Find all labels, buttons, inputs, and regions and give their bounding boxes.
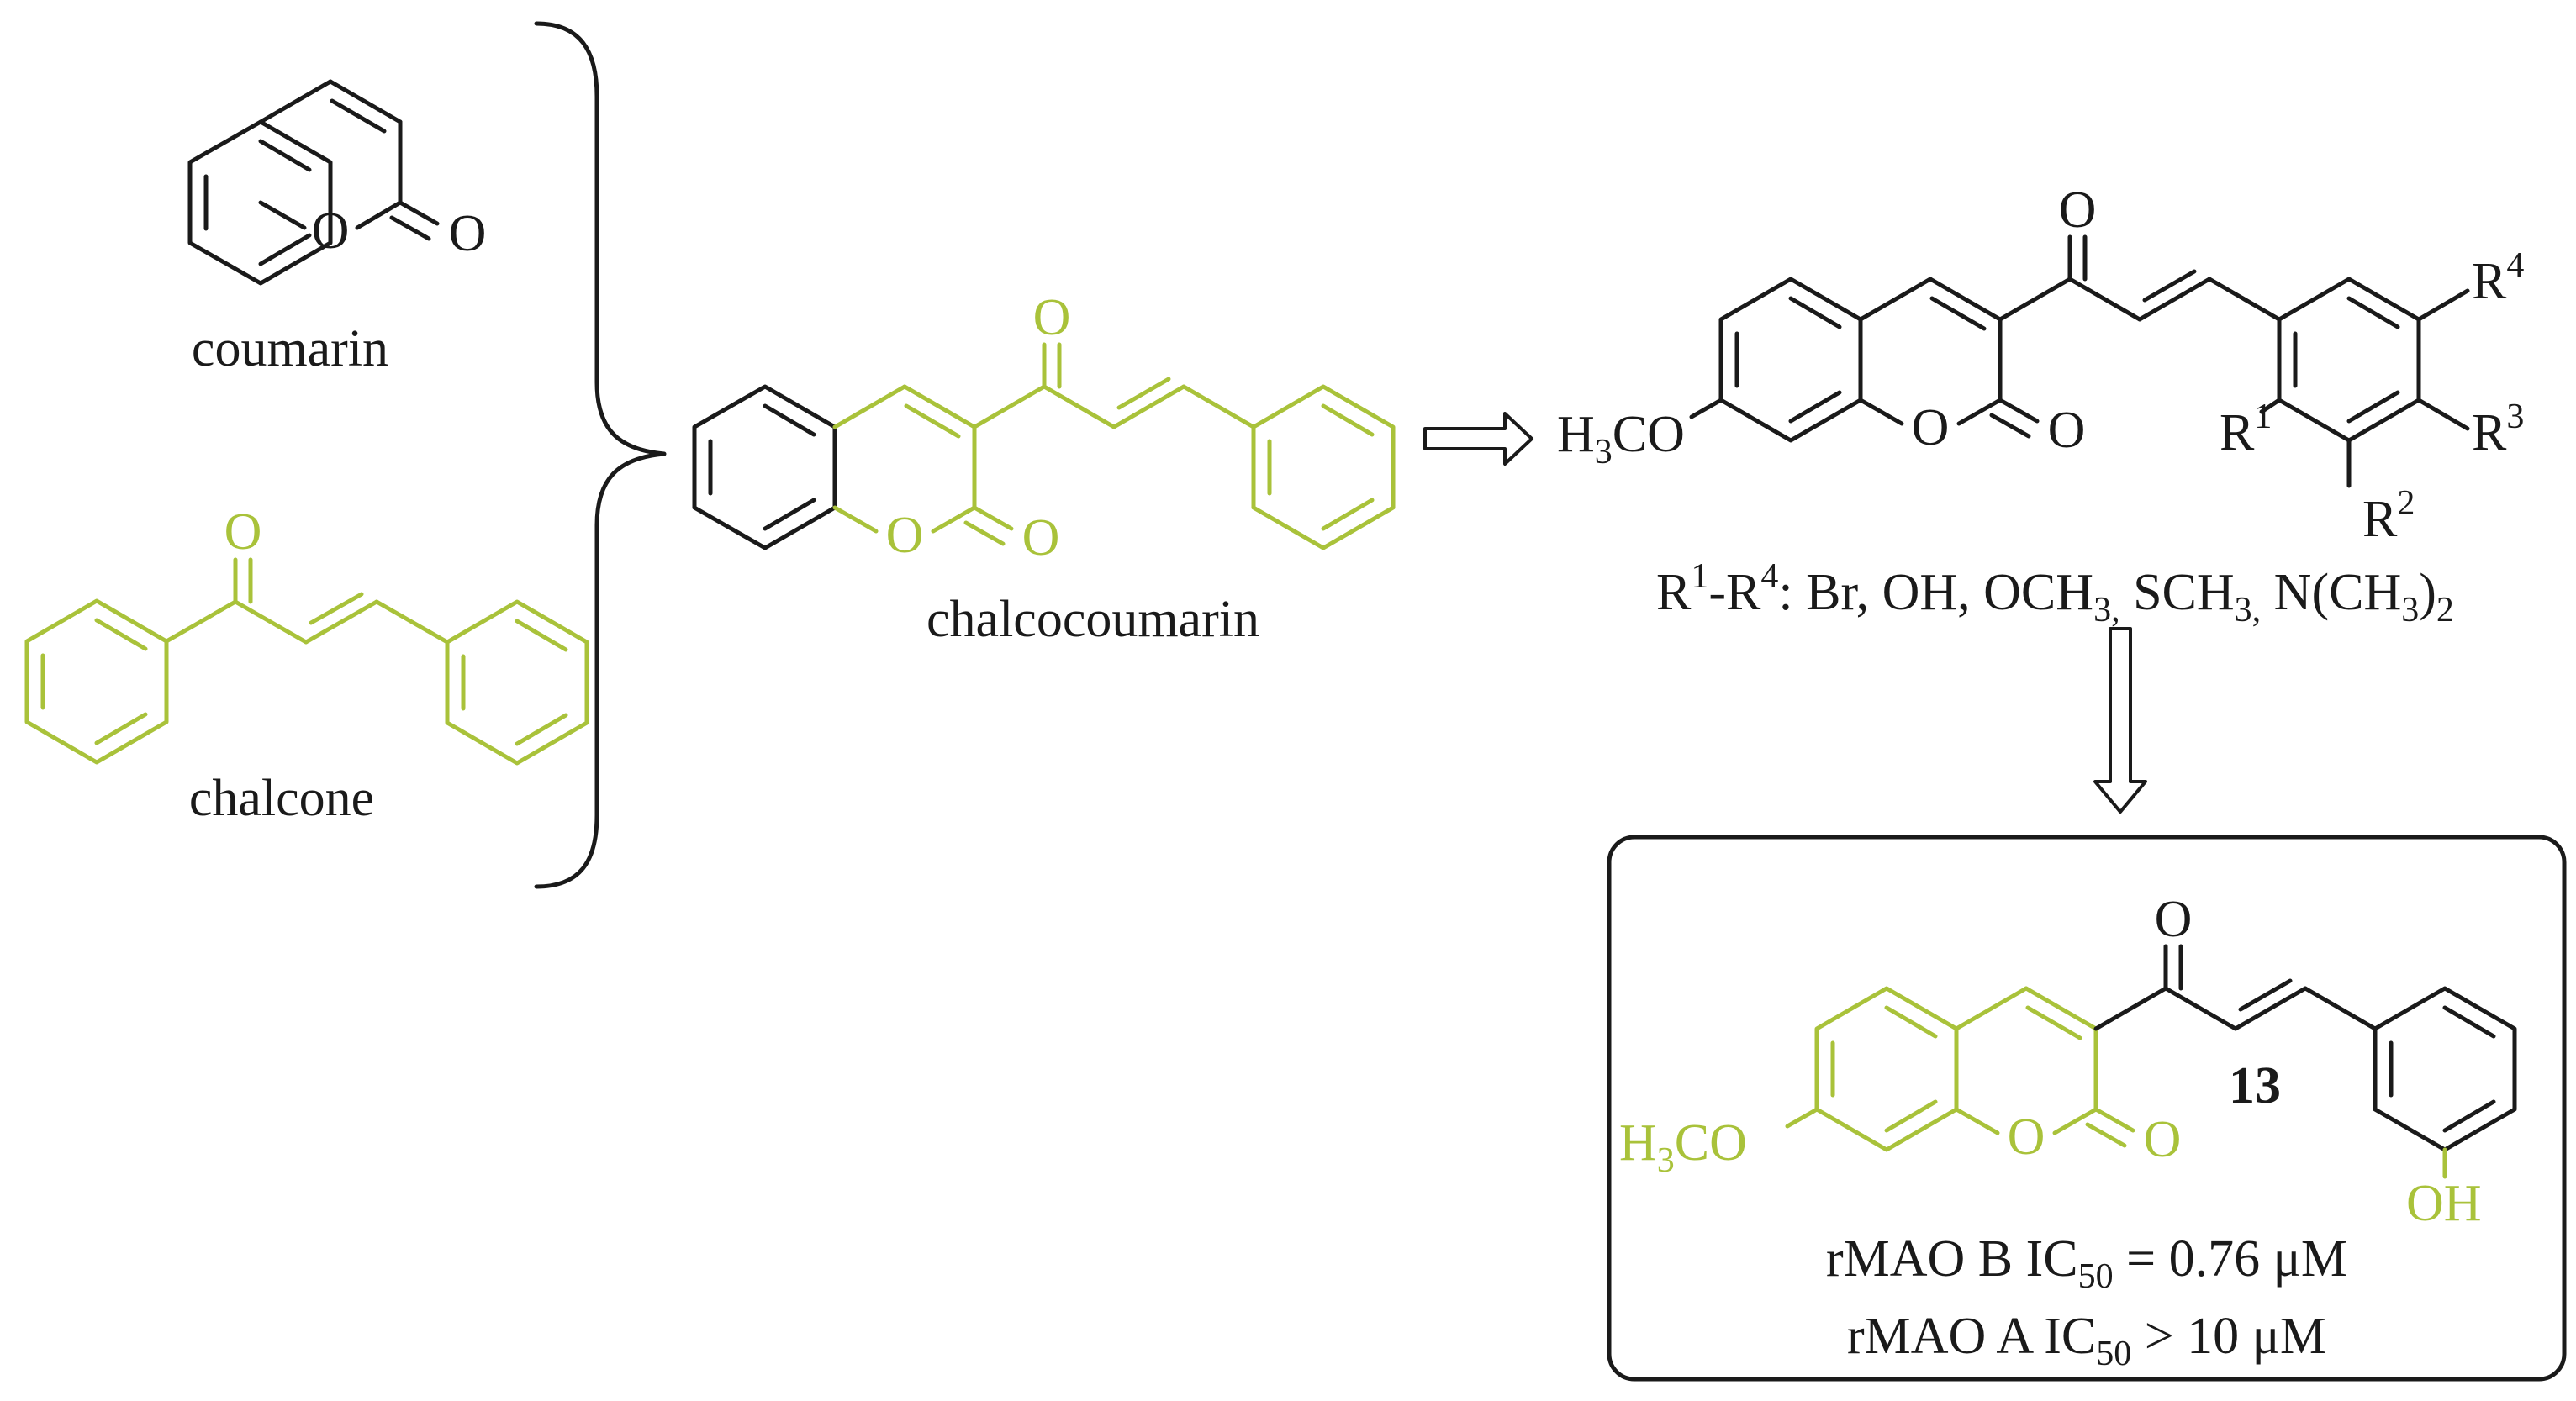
chalcocoumarin-structure: [692, 342, 1396, 550]
generic-lactone-oxygen: O: [2048, 402, 2086, 459]
compound-13-ketone-oxygen: O: [2155, 891, 2193, 948]
generic-series-structure: [1689, 234, 2470, 488]
generic-ketone-oxygen: O: [2059, 182, 2097, 239]
compound-13-number: 13: [2229, 1057, 2281, 1114]
chalcone-name: chalcone: [189, 770, 374, 827]
chalcocoumarin-lactone-oxygen: O: [1022, 509, 1060, 566]
mao-a-activity: rMAO A IC50 > 10 μM: [1847, 1308, 2326, 1373]
chalcocoumarin-name: chalcocoumarin: [926, 591, 1259, 648]
r3-label: R3: [2472, 398, 2524, 461]
coumarin-ring-oxygen: O: [312, 203, 350, 260]
chalcone-carbonyl-oxygen: O: [224, 503, 262, 561]
compound-13-methoxy-label: H3CO: [1619, 1114, 1747, 1180]
selection-arrow-down: [2093, 627, 2147, 814]
compound-13-hydroxyl-label: OH: [2406, 1175, 2482, 1232]
coumarin-structure: [187, 79, 440, 286]
r2-label: R2: [2362, 484, 2415, 548]
generic-ring-oxygen: O: [1912, 399, 1950, 456]
mao-b-activity: rMAO B IC50 = 0.76 μM: [1826, 1230, 2347, 1296]
substituent-list: R1-R4: Br, OH, OCH3, SCH3, N(CH3)2: [1656, 557, 2454, 629]
chalcone-structure: [24, 557, 589, 766]
chalcocoumarin-ring-oxygen: O: [886, 507, 924, 564]
combining-brace: [534, 21, 667, 889]
compound-13-lactone-oxygen: O: [2144, 1111, 2182, 1168]
design-arrow-right: [1423, 412, 1533, 466]
coumarin-name: coumarin: [192, 320, 388, 377]
r4-label: R4: [2472, 246, 2524, 310]
compound-13-ring-oxygen: O: [2008, 1109, 2045, 1166]
generic-methoxy-label: H3CO: [1557, 406, 1685, 471]
compound-13-structure: [1785, 944, 2517, 1179]
chalcocoumarin-ketone-oxygen: O: [1033, 289, 1071, 346]
r1-label: R1: [2220, 398, 2272, 461]
coumarin-carbonyl-oxygen: O: [449, 205, 487, 262]
compound-13-box: [1607, 835, 2567, 1382]
